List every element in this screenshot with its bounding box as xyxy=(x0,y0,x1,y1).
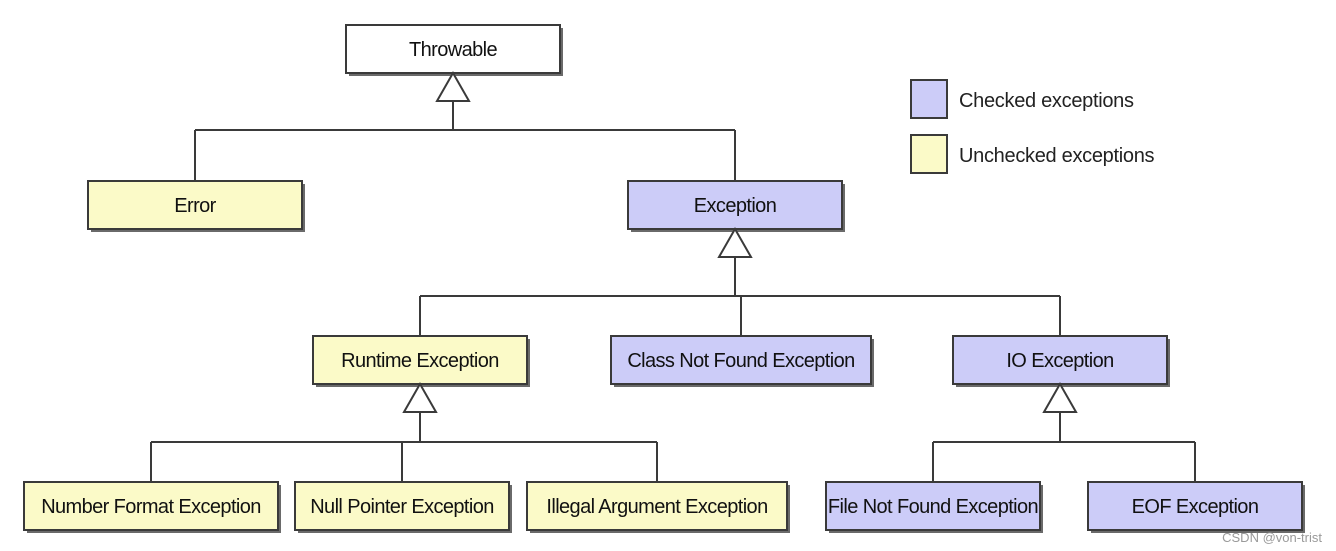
watermark: CSDN @von-trist xyxy=(1222,530,1322,545)
node-box xyxy=(345,24,561,74)
node-box xyxy=(87,180,303,230)
inheritance-arrow-runtime-exception xyxy=(402,381,438,413)
node-io-exception: IO Exception xyxy=(952,335,1170,387)
node-box xyxy=(526,481,788,531)
node-label-illegal-argument: Illegal Argument Exception xyxy=(546,496,767,518)
node-box xyxy=(1087,481,1303,531)
inheritance-arrow-exception xyxy=(717,226,753,258)
node-label-io-exception: IO Exception xyxy=(1006,350,1113,372)
legend-label-checked: Checked exceptions xyxy=(959,90,1134,112)
node-box xyxy=(610,335,872,385)
node-throwable: Throwable xyxy=(345,24,563,76)
node-illegal-argument: Illegal Argument Exception xyxy=(526,481,790,533)
node-error: Error xyxy=(87,180,305,232)
node-label-eof-exception: EOF Exception xyxy=(1132,496,1259,518)
node-box xyxy=(23,481,279,531)
node-exception: Exception xyxy=(627,180,845,232)
node-eof-exception: EOF Exception xyxy=(1087,481,1305,533)
node-runtime-exception: Runtime Exception xyxy=(312,335,530,387)
node-null-pointer: Null Pointer Exception xyxy=(294,481,512,533)
legend-swatch-checked xyxy=(910,79,948,119)
node-box xyxy=(627,180,843,230)
inheritance-arrow-throwable xyxy=(435,70,471,102)
node-label-runtime-exception: Runtime Exception xyxy=(341,350,499,372)
legend-label-unchecked: Unchecked exceptions xyxy=(959,145,1155,167)
node-box xyxy=(825,481,1041,531)
legend-swatch-unchecked xyxy=(910,134,948,174)
node-label-error: Error xyxy=(174,195,216,217)
node-label-exception: Exception xyxy=(694,195,776,217)
node-class-not-found: Class Not Found Exception xyxy=(610,335,874,387)
node-box xyxy=(294,481,510,531)
node-label-number-format: Number Format Exception xyxy=(41,496,261,518)
inheritance-arrowheads xyxy=(402,70,1078,413)
node-label-class-not-found: Class Not Found Exception xyxy=(627,350,854,372)
inheritance-arrow-io-exception xyxy=(1042,381,1078,413)
legend: Checked exceptions Unchecked exceptions xyxy=(910,79,1155,174)
node-label-throwable: Throwable xyxy=(409,39,497,61)
node-label-null-pointer: Null Pointer Exception xyxy=(310,496,494,518)
node-number-format: Number Format Exception xyxy=(23,481,281,533)
node-file-not-found: File Not Found Exception xyxy=(825,481,1043,533)
node-label-file-not-found: File Not Found Exception xyxy=(828,496,1038,518)
connectors xyxy=(150,101,1196,482)
